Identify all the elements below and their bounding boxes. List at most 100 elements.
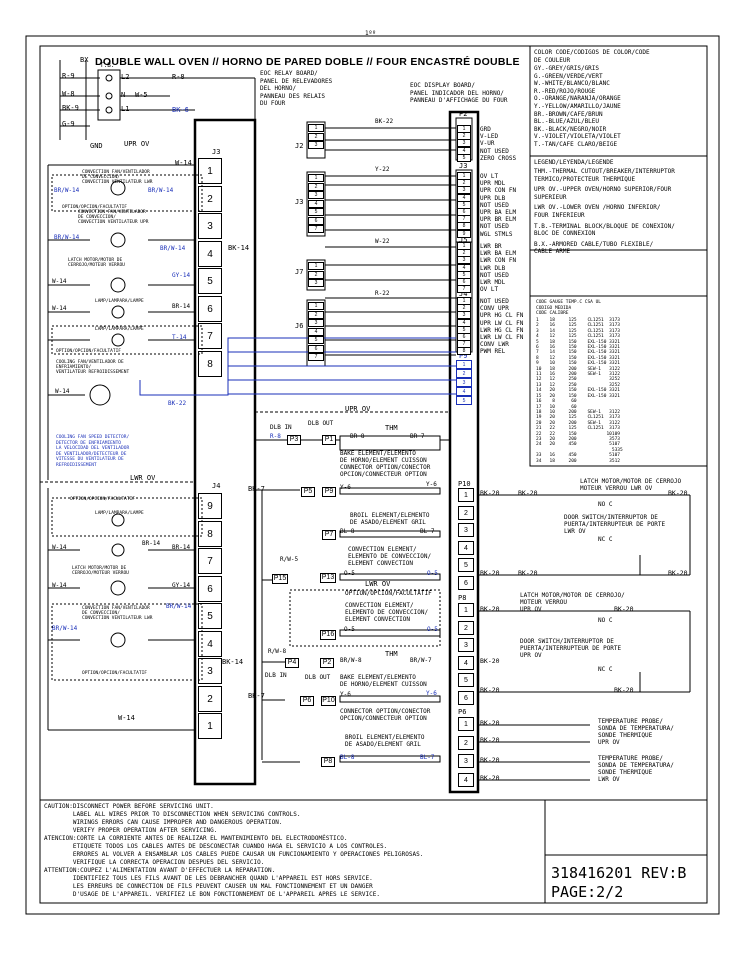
rs-probe-lw: TEMPERATURE PROBE/SONDA DE TEMPERATURA/S… — [598, 755, 674, 783]
j3-label: J3 — [212, 148, 221, 156]
j3-pin: 6 — [198, 295, 222, 322]
j4-disp-label: J4 — [459, 290, 468, 298]
lb-w14c: W-14 — [118, 714, 135, 722]
relay-connector-pin: 3 — [308, 319, 324, 327]
j6-label: J6 — [295, 322, 304, 330]
uo-p9: P9 — [322, 487, 336, 497]
uo-bl8b: BL-8 — [340, 754, 355, 761]
lamp-label: LAMP/LAMPARA/LAMPE — [95, 299, 144, 304]
uo-dlb-in: DLB IN — [270, 424, 292, 431]
diagram-title: DOUBLE WALL OVEN // HORNO DE PARED DOBLE… — [95, 56, 520, 68]
j3-pin: 3 — [198, 213, 222, 239]
p9-pin: 1 — [456, 360, 472, 369]
gauge-row: 6 16 150 EXL-150 3321 — [536, 345, 620, 351]
gauge-row: 5 18 150 EXL-150 3321 — [536, 339, 620, 345]
gauge-row: 3 14 125 CL1251 3173 — [536, 328, 620, 334]
j4-pin: 9 — [198, 493, 222, 519]
uo-p15: P15 — [272, 574, 288, 584]
j4-pin: 5 — [198, 603, 222, 629]
connector-signal: UPR BA ELM — [480, 209, 517, 216]
wire-bk20: BK-20 — [480, 489, 500, 497]
right-pin: 4 — [458, 772, 474, 787]
uo-conv-label: CONVECTION ELEMENT/ELEMENTO DE CONVECCIO… — [348, 546, 432, 567]
relay-connector-pin: 6 — [308, 216, 324, 225]
connector-signal: UPR DLB — [480, 194, 506, 202]
uo-o5: O-5 — [344, 570, 355, 577]
caution-text: CAUTION:DISCONNECT POWER BEFORE SERVICIN… — [44, 803, 423, 899]
connector-signal: UPR HG CL FN — [480, 312, 524, 320]
lb-br14b: BR-14 — [172, 544, 191, 551]
caution-line: VERIFIQUE LA CORRECTA OPERACION DESPUES … — [44, 859, 265, 866]
wire-brw14-a: BR/W-14 — [54, 187, 80, 194]
wire-w14-d: W-14 — [55, 388, 70, 395]
lamp2-label: LAMP/LAMPARA/LAMPE — [95, 327, 144, 332]
page-mark: 1ºº — [365, 30, 376, 37]
relay-connector-pin: 3 — [308, 191, 324, 199]
p9-pin: 5 — [456, 396, 472, 405]
relay-connector-pin: 7 — [308, 225, 324, 233]
gauge-row: 24 20 450 5107 — [536, 442, 620, 448]
j4-pin: 6 — [198, 575, 222, 602]
connector-pin: 9 — [457, 229, 471, 238]
uo-p5: P5 — [301, 487, 315, 497]
caution-line: CAUTION:DISCONNECT POWER BEFORE SERVICIN… — [44, 803, 214, 810]
gauge-row: 1 18 125 CL1251 3173 — [536, 318, 620, 323]
right-pin: 2 — [458, 505, 474, 520]
uo-p16: P16 — [320, 630, 336, 640]
j3-pin: 7 — [198, 323, 222, 349]
gauge-row: 11 16 200 SEW-1 3122 — [536, 372, 620, 378]
relay-connector-pin: 4 — [308, 199, 324, 208]
relay-connector-pin: 2 — [308, 270, 324, 279]
upr-ov-label: UPR OV — [124, 140, 150, 148]
uo-upr-ov: UPR OV — [345, 405, 371, 413]
rs-probe-up: TEMPERATURE PROBE/SONDA DE TEMPERATURA/S… — [598, 718, 674, 746]
wire-bk22: BK-22 — [168, 400, 187, 407]
relay-connector-pin: 2 — [308, 182, 324, 191]
rs-latch-lw: LATCH MOTOR/MOTOR DE CERROJO/MOTEUR VERR… — [520, 592, 625, 613]
gauge-row: 15 20 150 EXL-150 3321 — [536, 393, 620, 399]
uo-o5c: O-5 — [344, 626, 355, 633]
uo-bk7: BK-7 — [248, 485, 265, 493]
p9-label: P9 — [459, 352, 468, 360]
gauge-row: 14 20 150 EXL-150 3321 — [536, 388, 620, 394]
wire-w14-c: W-14 — [52, 305, 67, 312]
wire-bk20: BK-20 — [614, 686, 634, 694]
lb-brw14b: BR/W-14 — [52, 625, 78, 632]
j3-disp-label: J3 — [459, 162, 468, 170]
uo-brw8: BR/W-8 — [340, 657, 362, 664]
tb-n: N — [121, 91, 126, 99]
relay-connector-pin: 1 — [308, 124, 324, 132]
right-pin: 6 — [458, 575, 474, 590]
connector-pin: 7 — [457, 285, 471, 294]
wire-r8: R-8 — [172, 73, 185, 81]
relay-connector-pin: 3 — [308, 279, 324, 287]
uo-rw5: R/W-5 — [280, 556, 299, 563]
wire-w14: W-14 — [175, 159, 192, 167]
uo-y6d: Y-6 — [426, 690, 437, 697]
relay-connector-pin: 5 — [308, 208, 324, 216]
j3-relay-label: J3 — [295, 198, 304, 206]
gauge-row: 13 12 250 3252 — [536, 382, 620, 388]
right-pin: 5 — [458, 673, 474, 687]
connector-signal: UPR CON FN — [480, 187, 517, 195]
connector-signal: LWR BA ELM — [480, 250, 517, 258]
rs-p6: P6 — [458, 708, 467, 716]
caution-line: LES ERREURS DE CONNECTION DE FILS PEUVEN… — [44, 883, 373, 890]
connector-signal: LWR HG CL FN — [480, 326, 524, 334]
gnd-label: GND — [90, 142, 103, 150]
connector-signal: LWR DLB — [480, 264, 506, 272]
uo-y6: Y-6 — [340, 484, 351, 491]
relay-connector-pin: 6 — [308, 344, 324, 353]
wire-w14-b: W-14 — [52, 278, 67, 285]
connector-pin: 5 — [457, 153, 471, 162]
connector-signal: CONV LWR — [480, 341, 509, 349]
uo-bl8: BL-8 — [340, 528, 355, 535]
j5-label: J5 — [459, 236, 468, 244]
wire-w8: W-8 — [62, 90, 75, 98]
relay-connector-pin: 7 — [308, 353, 324, 361]
